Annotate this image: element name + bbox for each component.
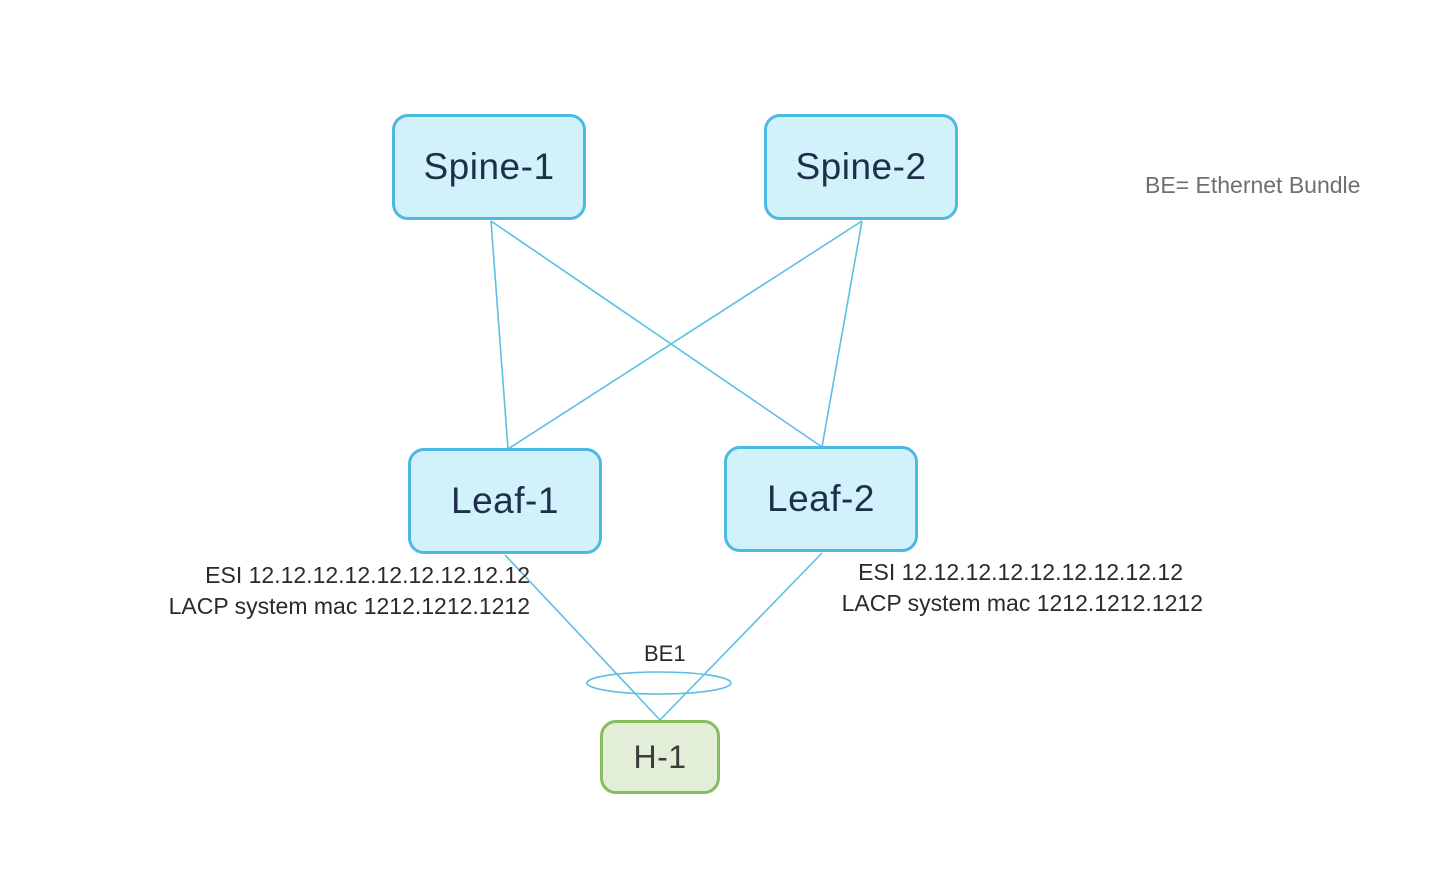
link-spine2-leaf1: [507, 220, 863, 450]
node-host-1[interactable]: H-1: [600, 720, 720, 794]
node-spine-2-label: Spine-2: [795, 146, 927, 187]
leaf-1-lacp-mac: LACP system mac 1212.1212.1212: [168, 593, 530, 619]
link-spine1-leaf1: [490, 220, 509, 450]
node-leaf-1-label: Leaf-1: [451, 480, 559, 521]
node-host-1-label: H-1: [633, 738, 687, 775]
node-leaf-1[interactable]: Leaf-1: [408, 448, 602, 554]
bundle-be1-ring: [586, 671, 732, 695]
leaf-2-esi: ESI 12.12.12.12.12.12.12.12.12: [858, 559, 1183, 585]
node-spine-2[interactable]: Spine-2: [764, 114, 958, 220]
leaf-2-lacp-mac: LACP system mac 1212.1212.1212: [841, 590, 1203, 616]
leaf-2-info: ESI 12.12.12.12.12.12.12.12.12 LACP syst…: [803, 557, 1203, 619]
leaf-1-esi: ESI 12.12.12.12.12.12.12.12.12: [205, 562, 530, 588]
node-spine-1[interactable]: Spine-1: [392, 114, 586, 220]
link-spine1-leaf2: [490, 220, 823, 448]
link-leaf1-host: [504, 554, 661, 721]
node-leaf-2-label: Leaf-2: [767, 478, 875, 519]
node-spine-1-label: Spine-1: [423, 146, 555, 187]
link-leaf2-host: [659, 552, 823, 721]
link-spine2-leaf2: [821, 220, 863, 448]
node-leaf-2[interactable]: Leaf-2: [724, 446, 918, 552]
bundle-be1-label: BE1: [644, 641, 686, 666]
leaf-1-info: ESI 12.12.12.12.12.12.12.12.12 LACP syst…: [130, 560, 530, 622]
legend-text: BE= Ethernet Bundle: [1145, 172, 1361, 198]
